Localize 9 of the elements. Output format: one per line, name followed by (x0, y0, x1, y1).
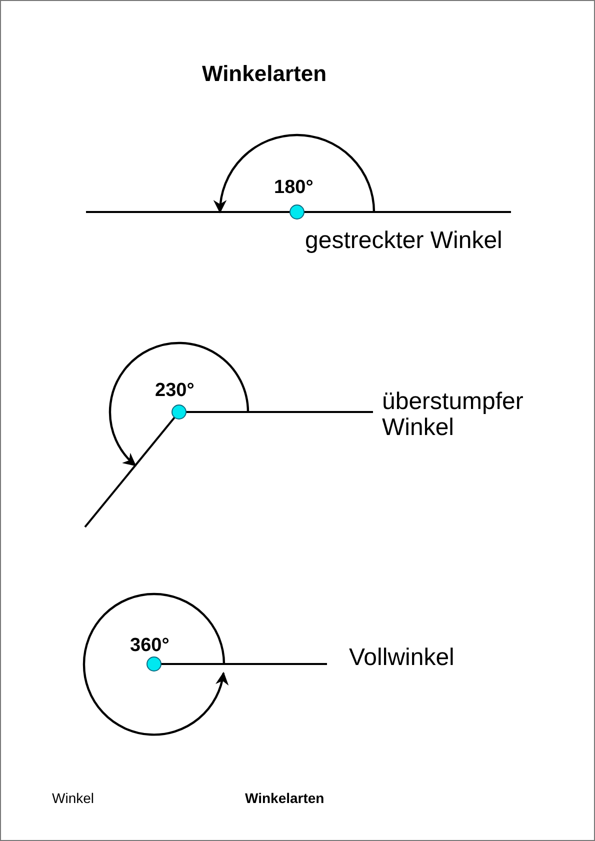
footer-title: Winkelarten (245, 791, 324, 806)
angle-name: überstumpfer Winkel (382, 389, 524, 442)
angle-value: 180° (274, 178, 314, 199)
footer-text: Winkel (52, 791, 94, 806)
angle-name: gestreckter Winkel (305, 228, 502, 254)
angle-value: 230° (155, 381, 194, 402)
angle-name: Vollwinkel (349, 645, 454, 672)
title: Winkelarten (202, 62, 327, 86)
angle-value: 360° (130, 636, 170, 657)
